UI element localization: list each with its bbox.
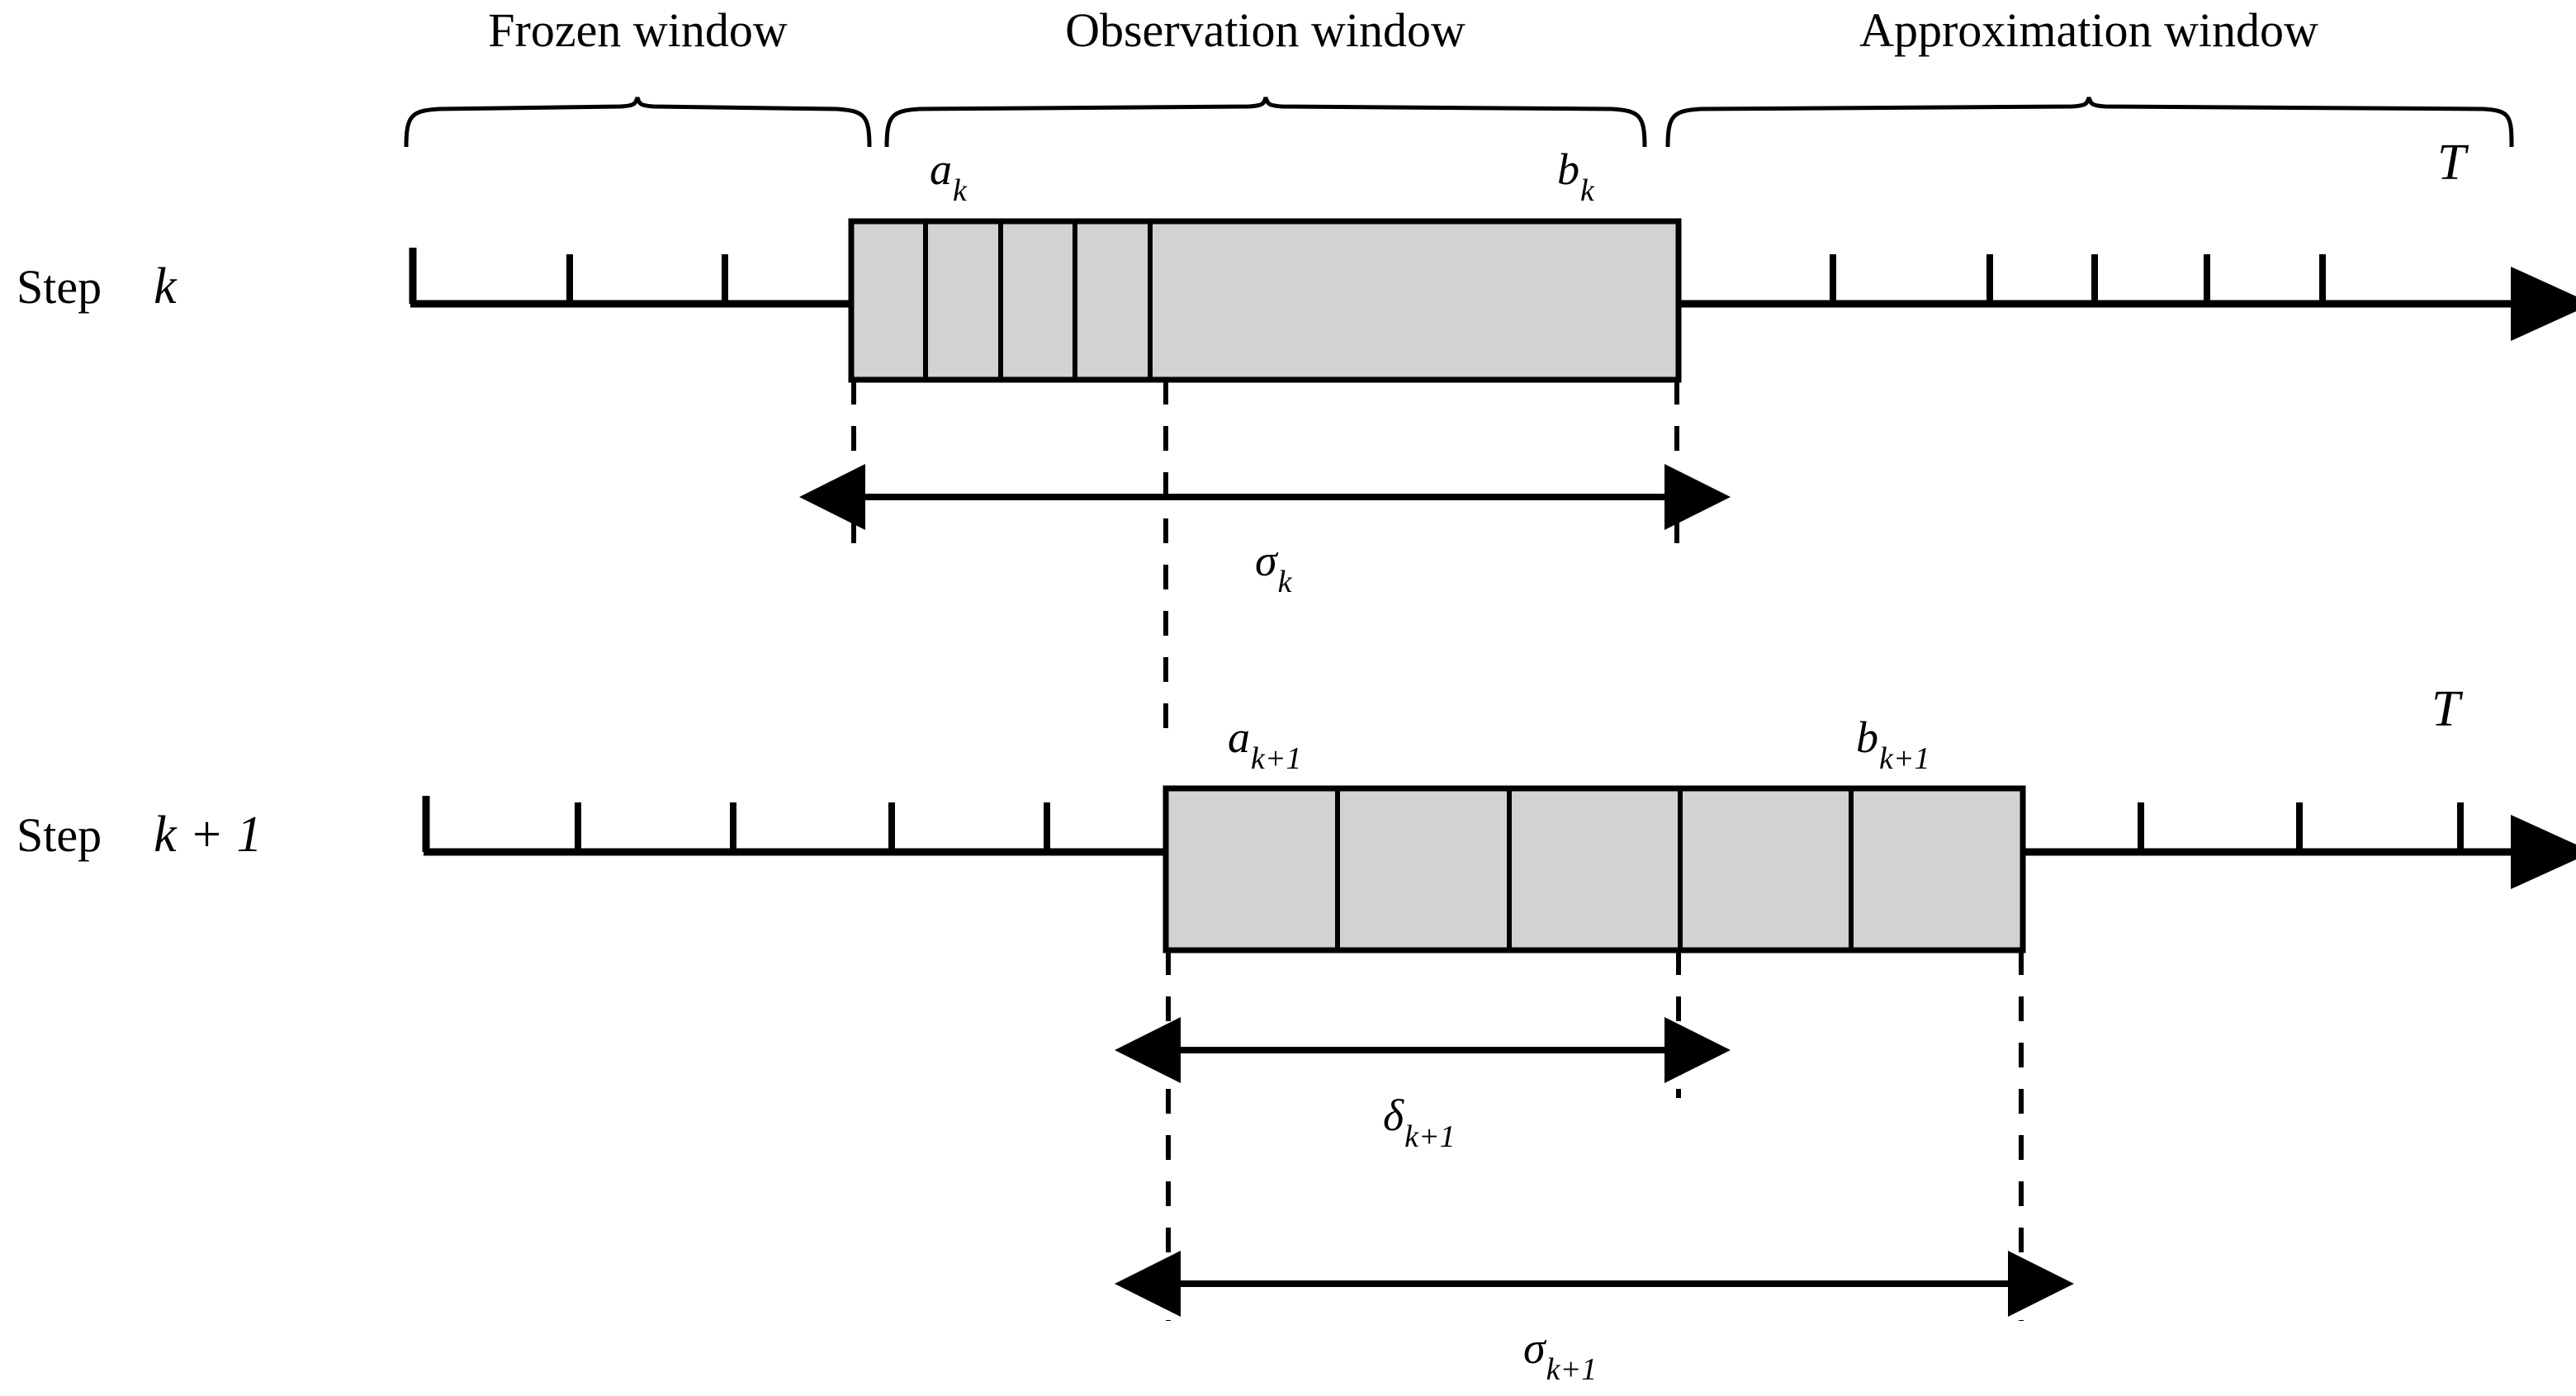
observation-window-box-step-k-plus-1 xyxy=(1163,785,2026,954)
step-label-k-plus-1-prefix: Step xyxy=(17,808,102,862)
dashed-guides-step-k xyxy=(851,380,1679,728)
brace-observation-window xyxy=(884,97,1647,148)
measure-label-delta-k-plus-1: δk+1 xyxy=(1383,1091,1456,1152)
b-k-sub: k xyxy=(1580,173,1594,208)
dashed-guides-step-k-plus-1 xyxy=(1166,950,2024,1321)
a-kp1-sub: k+1 xyxy=(1251,741,1302,776)
header-approximation-window: Approximation window xyxy=(1859,3,2318,57)
window-start-label-k: ak xyxy=(930,144,967,206)
observation-window-box-step-k xyxy=(848,218,1682,383)
axis-end-label-k: T xyxy=(2437,135,2466,191)
measure-label-sigma-k: σk xyxy=(1255,536,1292,598)
b-kp1-sub: k+1 xyxy=(1879,741,1930,776)
header-frozen-window: Frozen window xyxy=(488,3,788,57)
window-end-label-k-plus-1: bk+1 xyxy=(1856,712,1930,774)
window-end-label-k: bk xyxy=(1557,144,1594,206)
step-label-k: Step k xyxy=(17,261,177,312)
delta-kp1-symbol: δ xyxy=(1383,1091,1404,1140)
a-k-sub: k xyxy=(953,173,967,208)
brace-approximation-window xyxy=(1665,97,2514,148)
a-k-base: a xyxy=(930,144,952,194)
step-label-k-index: k xyxy=(154,258,177,315)
axis-end-label-k-plus-1: T xyxy=(2432,681,2460,737)
measure-label-sigma-k-plus-1: σk+1 xyxy=(1523,1323,1597,1385)
delta-kp1-sub: k+1 xyxy=(1404,1119,1456,1154)
a-kp1-base: a xyxy=(1228,712,1250,762)
step-label-k-plus-1-index: k + 1 xyxy=(154,807,263,863)
sigma-k-symbol: σ xyxy=(1255,536,1277,585)
brace-frozen-window xyxy=(404,97,872,148)
sigma-kp1-sub: k+1 xyxy=(1546,1351,1598,1387)
step-label-k-prefix: Step xyxy=(17,260,102,314)
sigma-k-sub: k xyxy=(1277,564,1292,599)
b-k-base: b xyxy=(1557,144,1579,194)
b-kp1-base: b xyxy=(1856,712,1878,762)
header-observation-window: Observation window xyxy=(1065,3,1466,57)
window-start-label-k-plus-1: ak+1 xyxy=(1228,712,1302,774)
step-label-k-plus-1: Step k + 1 xyxy=(17,809,262,860)
sigma-kp1-symbol: σ xyxy=(1523,1323,1546,1373)
